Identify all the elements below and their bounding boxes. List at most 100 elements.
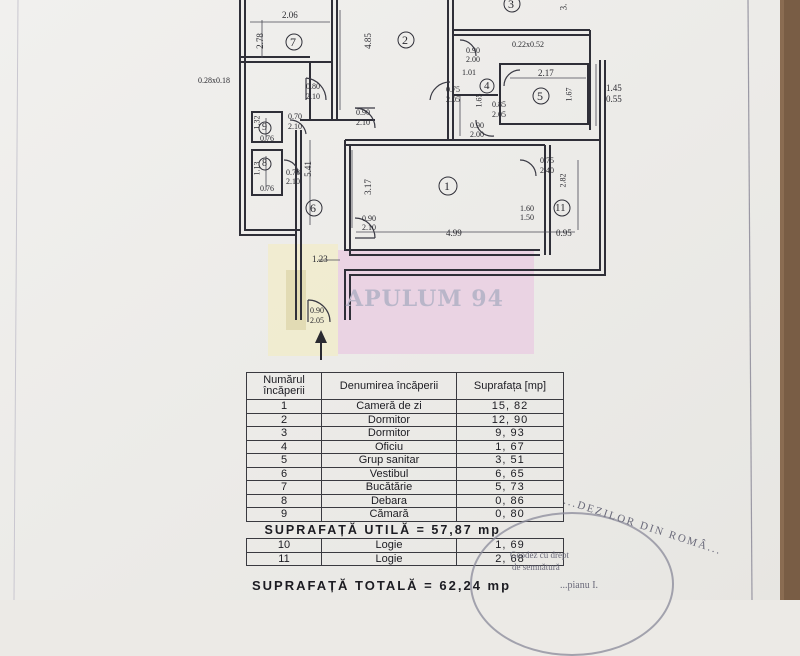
room-name-cell: Dormitor bbox=[321, 412, 457, 427]
room-number: 6 bbox=[310, 201, 316, 215]
dimension-label: 0.76 bbox=[260, 134, 274, 143]
room-name-cell: Cămară bbox=[321, 507, 457, 522]
room-name-cell: Grup sanitar bbox=[321, 453, 457, 468]
dimension-label: 1.01 bbox=[462, 68, 476, 77]
dimension-label: 2.10 bbox=[286, 177, 300, 186]
room-number: 4 bbox=[484, 80, 490, 92]
dimension-label: 2.05 bbox=[446, 95, 460, 104]
dimension-label: 1.13 bbox=[252, 161, 262, 176]
dimension-label: 2.78 bbox=[254, 33, 265, 49]
dimension-label: 2.00 bbox=[466, 55, 480, 64]
room-number-cell: 6 bbox=[246, 466, 322, 481]
dimension-label: 0.80 bbox=[306, 82, 320, 91]
dimension-label: 3.17 bbox=[362, 179, 373, 195]
room-area-cell: 1, 67 bbox=[456, 439, 564, 454]
dimension-label: 0.90 bbox=[362, 214, 376, 223]
dimension-label: 2.10 bbox=[356, 118, 370, 127]
dimension-label: 2.10 bbox=[288, 122, 302, 131]
room-area-cell: 12, 90 bbox=[456, 412, 564, 427]
useful-area-row: SUPRAFAȚĂ UTILĂ = 57,87 mp bbox=[246, 520, 564, 539]
dimension-label: 2.05 bbox=[492, 110, 506, 119]
dimension-label: 2.06 bbox=[282, 10, 298, 20]
watermark-text: APULUM 94 bbox=[346, 286, 504, 312]
room-name-cell: Debara bbox=[321, 493, 457, 508]
header-room-area: Suprafața [mp] bbox=[456, 372, 564, 400]
room-number: 5 bbox=[537, 89, 543, 103]
entrance-arrow-icon bbox=[315, 330, 327, 360]
room-area-cell: 3, 51 bbox=[456, 453, 564, 468]
dimension-label: 0.70 bbox=[288, 112, 302, 121]
room-number: 1 bbox=[444, 179, 450, 193]
room-number-cell: 5 bbox=[246, 453, 322, 468]
room-name-cell: Logie bbox=[321, 551, 457, 566]
dimension-label: 2.10 bbox=[306, 92, 320, 101]
dimension-label: 4.85 bbox=[362, 33, 373, 49]
dimension-label: 0.28x0.18 bbox=[198, 76, 230, 85]
dimension-label: 0.55 bbox=[606, 94, 622, 104]
dimension-label: 2.05 bbox=[310, 316, 324, 325]
room-area-cell: 6, 65 bbox=[456, 466, 564, 481]
header-room-number: Numărul încăperii bbox=[246, 372, 322, 400]
room-number: 3 bbox=[508, 0, 514, 11]
dimension-label: 1.50 bbox=[520, 213, 534, 222]
dimension-label: 0.90 bbox=[466, 46, 480, 55]
room-number: 11 bbox=[555, 202, 566, 214]
table-header-row: Numărul încăperii Denumirea încăperii Su… bbox=[246, 372, 564, 400]
room-name-cell: Dormitor bbox=[321, 426, 457, 441]
stamp-line: de semnătură bbox=[512, 562, 560, 572]
useful-area-total: SUPRAFAȚĂ UTILĂ = 57,87 mp bbox=[246, 520, 564, 539]
dimension-label: 0.90 bbox=[310, 306, 324, 315]
dimension-label: 0.75 bbox=[446, 85, 460, 94]
dimension-label: 0.90 bbox=[356, 108, 370, 117]
total-area: SUPRAFAȚĂ TOTALĂ = 62,24 mp bbox=[252, 578, 512, 593]
dimension-label: 0.78 bbox=[286, 168, 300, 177]
dimension-label: 0.85 bbox=[492, 100, 506, 109]
dimension-label: 1.67 bbox=[564, 87, 574, 102]
dimension-label: 0.95 bbox=[556, 228, 572, 238]
dimension-label: 2.10 bbox=[362, 223, 376, 232]
dimension-label: 1.32 bbox=[252, 115, 262, 130]
room-number-cell: 11 bbox=[246, 551, 322, 566]
dimension-label: 5.41 bbox=[302, 161, 313, 177]
room-area-cell: 9, 93 bbox=[456, 426, 564, 441]
room-number-cell: 7 bbox=[246, 480, 322, 495]
room-area-cell: 0, 86 bbox=[456, 493, 564, 508]
header-room-name: Denumirea încăperii bbox=[321, 372, 457, 400]
room-number-cell: 10 bbox=[246, 538, 322, 553]
room-name-cell: Vestibul bbox=[321, 466, 457, 481]
room-name-cell: Bucătărie bbox=[321, 480, 457, 495]
dimension-label: 4.99 bbox=[446, 228, 462, 238]
dimension-label: 1.60 bbox=[520, 204, 534, 213]
dimension-label: 2.40 bbox=[540, 166, 554, 175]
room-name-cell: Cameră de zi bbox=[321, 399, 457, 414]
room-number-cell: 1 bbox=[246, 399, 322, 414]
room-area-cell: 15, 82 bbox=[456, 399, 564, 414]
dimension-label: 1.45 bbox=[606, 83, 622, 93]
room-number: 9 bbox=[262, 122, 267, 133]
dimension-label: 2.82 bbox=[558, 173, 568, 188]
dimension-label: 0.75 bbox=[540, 156, 554, 165]
room-number: 8 bbox=[262, 158, 267, 169]
dimension-label: 2.17 bbox=[538, 68, 554, 78]
dimension-label: 1.65 bbox=[474, 93, 484, 108]
dimension-label: 0.90 bbox=[470, 121, 484, 130]
stamp-line: Geodez cu drept bbox=[510, 550, 569, 560]
dimension-label: 3. bbox=[558, 3, 569, 11]
dimension-label: 2.00 bbox=[470, 130, 484, 139]
room-number-cell: 8 bbox=[246, 493, 322, 508]
room-name-cell: Oficiu bbox=[321, 439, 457, 454]
room-name-cell: Logie bbox=[321, 538, 457, 553]
stamp-line: ...pianu I. bbox=[560, 580, 599, 591]
room-number-cell: 9 bbox=[246, 507, 322, 522]
room-number-cell: 2 bbox=[246, 412, 322, 427]
dimension-label: 1.23 bbox=[312, 254, 328, 264]
